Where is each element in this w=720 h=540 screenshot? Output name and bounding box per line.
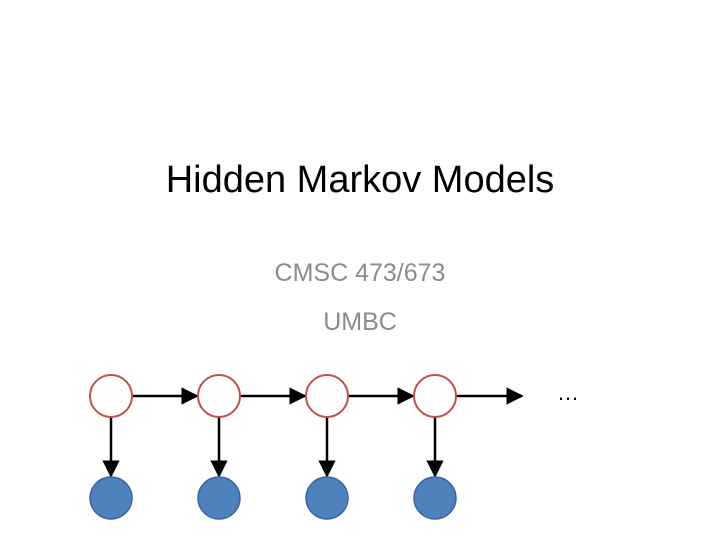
hidden-state-node xyxy=(305,374,349,418)
hidden-state-node xyxy=(413,374,457,418)
hidden-state-node xyxy=(197,374,241,418)
continuation-ellipsis: … xyxy=(557,380,579,405)
diagram-edges xyxy=(102,387,524,478)
observation-node xyxy=(305,476,349,520)
course-code: CMSC 473/673 xyxy=(274,259,446,287)
observation-node xyxy=(413,476,457,520)
diagram-nodes xyxy=(89,374,457,520)
observation-node xyxy=(89,476,133,520)
hidden-state-node xyxy=(89,374,133,418)
slide-title: Hidden Markov Models xyxy=(165,159,555,201)
observation-node xyxy=(197,476,241,520)
institution: UMBC xyxy=(323,308,397,336)
